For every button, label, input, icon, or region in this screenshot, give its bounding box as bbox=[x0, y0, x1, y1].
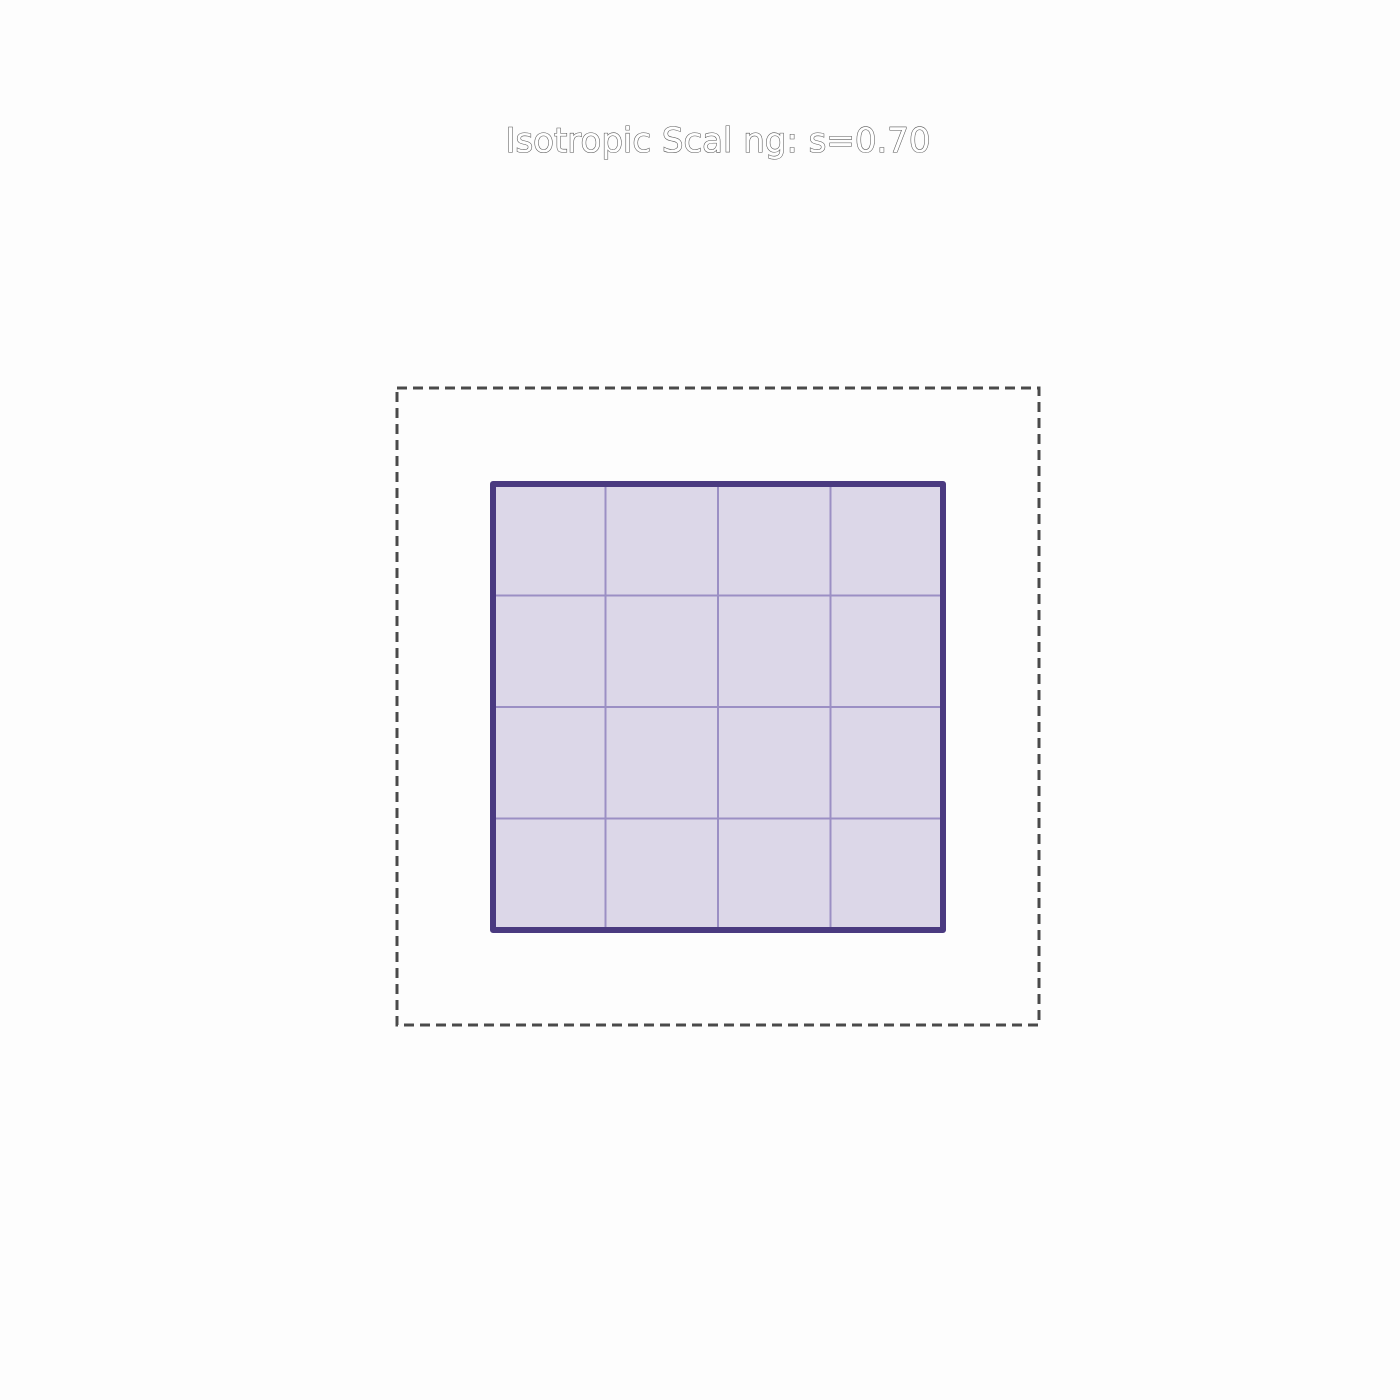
diagram-title: Isotropic Scal ng: s=0.70 bbox=[505, 121, 930, 161]
original-shape-outline bbox=[395, 386, 1041, 1027]
scaled-square-border bbox=[490, 481, 946, 933]
scaled-square-grid bbox=[493, 484, 943, 930]
